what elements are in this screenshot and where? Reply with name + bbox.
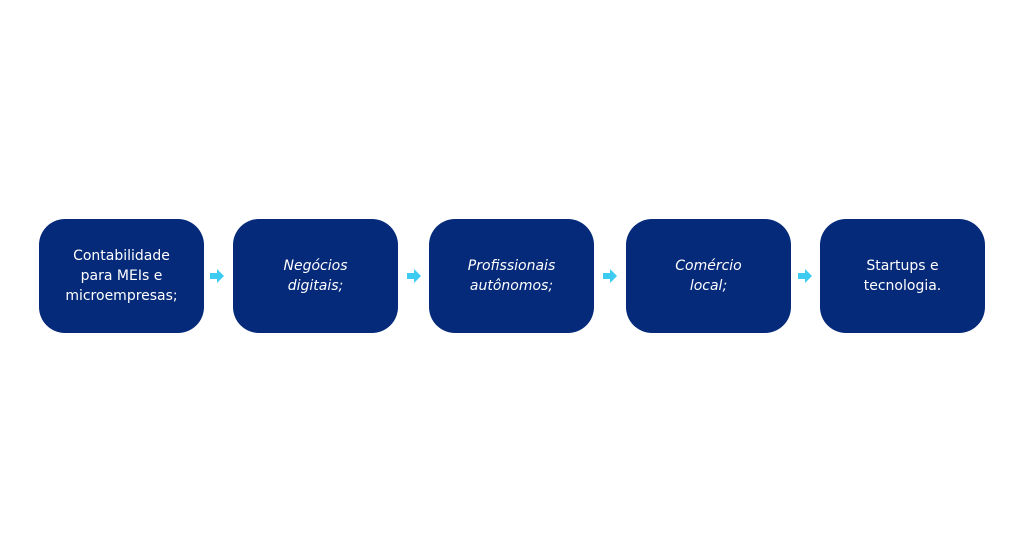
step-box-5: Startups e tecnologia. [820,219,985,333]
step-box-2: Negócios digitais; [233,219,398,333]
arrow-right-icon [210,269,224,283]
step-box-1: Contabilidade para MEIs e microempresas; [39,219,204,333]
step-label-2: Negócios digitais; [283,258,348,294]
step-box-4: Comércio local; [626,219,791,333]
arrow-right-icon [798,269,812,283]
arrow-right-icon [407,269,421,283]
step-label-5: Startups e tecnologia. [863,258,942,294]
arrow-right-icon [603,269,617,283]
step-label-4: Comércio local; [675,258,742,294]
step-box-3: Profissionais autônomos; [429,219,594,333]
step-label-1: Contabilidade para MEIs e microempresas; [65,248,178,304]
step-label-3: Profissionais autônomos; [467,258,556,294]
